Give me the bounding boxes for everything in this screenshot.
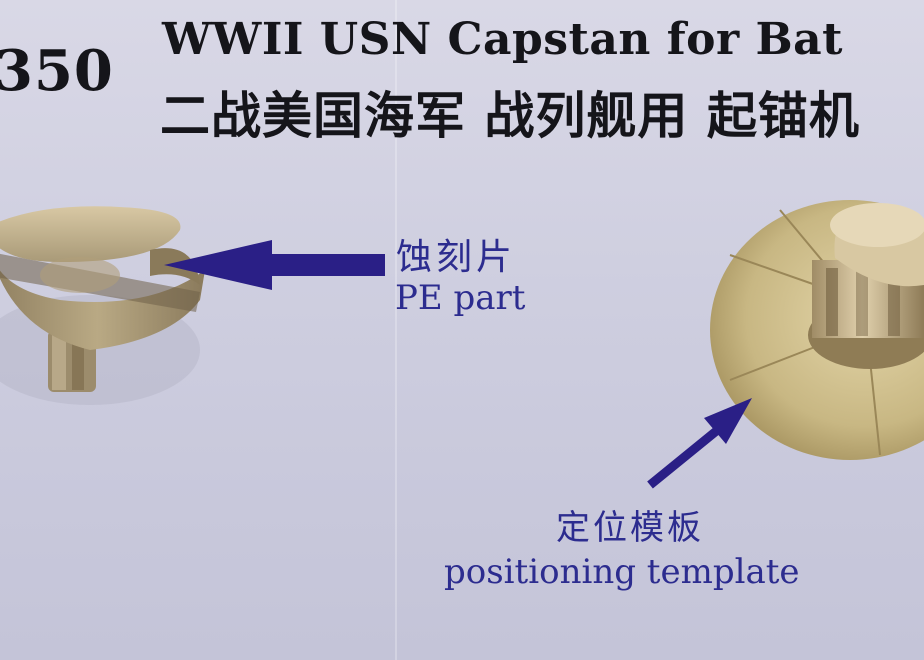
title-english: WWII USN Capstan for Bat [162,14,844,65]
template-arrow [647,398,752,489]
template-capstan-photo [710,200,924,460]
pe-arrow [164,240,385,290]
template-label-en: positioning template [444,552,800,592]
panel-divider [395,0,397,660]
pe-capstan-photo [0,206,205,405]
pe-part-label-cn: 蚀刻片 [396,237,517,278]
scale-code: 350 [0,38,114,104]
pe-part-label-en: PE part [395,278,526,318]
title-chinese: 二战美国海军 战列舰用 起锚机 [160,87,860,145]
template-label-cn: 定位模板 [556,508,704,548]
